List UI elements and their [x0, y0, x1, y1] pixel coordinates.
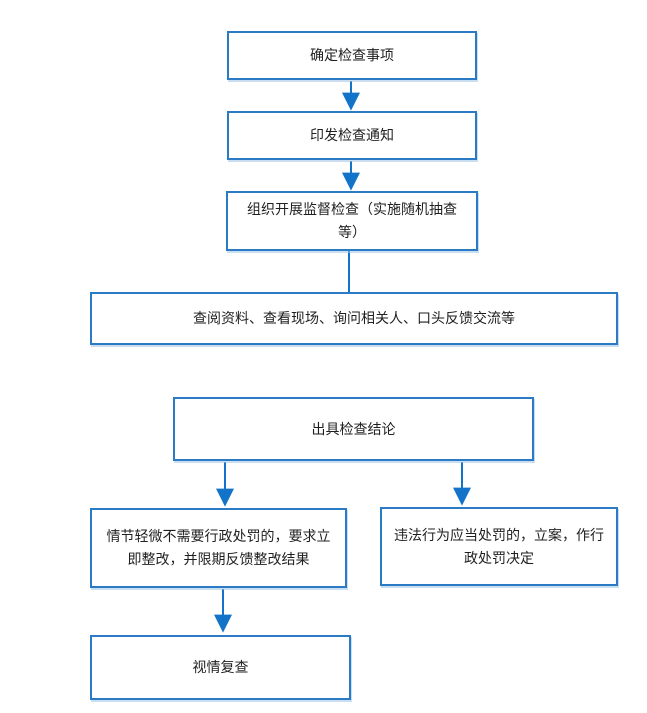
- flow-node-label: 确定检查事项: [310, 47, 394, 63]
- flow-node-label: 印发检查通知: [310, 127, 394, 143]
- flow-node-label: 情节轻微不需要行政处罚的，要求立 即整改，并限期反馈整改结果: [106, 528, 331, 567]
- flow-node-label: 组织开展监督检查（实施随机抽查 等）: [247, 201, 457, 240]
- flow-node-determine-inspection-items: 确定检查事项: [227, 31, 477, 80]
- flow-node-label: 视情复查: [192, 659, 249, 675]
- flow-node-minor-violation-rectification: 情节轻微不需要行政处罚的，要求立 即整改，并限期反馈整改结果: [90, 508, 347, 588]
- flow-node-label: 违法行为应当处罚的，立案，作行 政处罚决定: [394, 526, 604, 566]
- flow-node-issue-inspection-conclusion: 出具检查结论: [173, 397, 534, 461]
- flow-node-label: 查阅资料、查看现场、询问相关人、口头反馈交流等: [193, 310, 515, 326]
- flow-node-onsite-inspection-methods: 查阅资料、查看现场、询问相关人、口头反馈交流等: [90, 292, 618, 345]
- flow-node-review-as-needed: 视情复查: [90, 635, 351, 700]
- flow-node-illegal-act-punishment: 违法行为应当处罚的，立案，作行 政处罚决定: [380, 507, 618, 586]
- flow-node-label: 出具检查结论: [311, 420, 396, 437]
- flow-node-issue-inspection-notice: 印发检查通知: [227, 111, 477, 160]
- flow-node-organize-supervision-inspection: 组织开展监督检查（实施随机抽查 等）: [226, 191, 478, 251]
